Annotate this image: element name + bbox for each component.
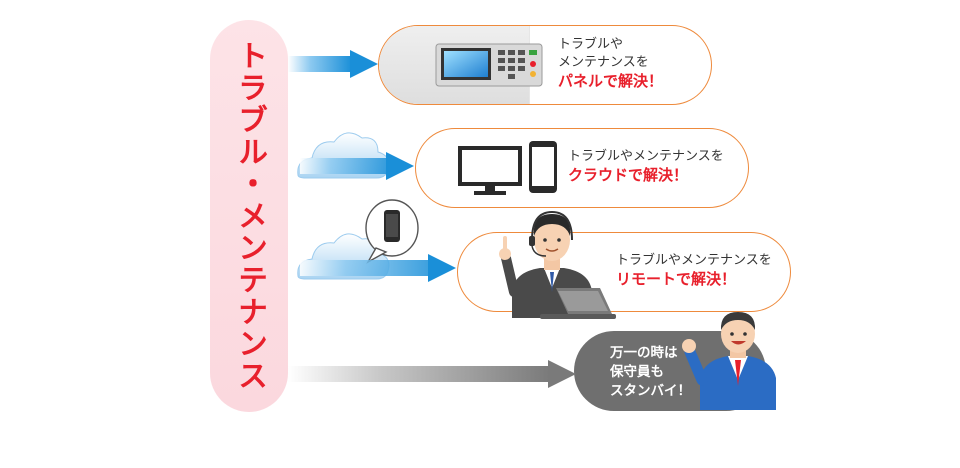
panel-text-line1: トラブルや: [558, 37, 624, 52]
left-category-pill: [210, 20, 288, 412]
remote-text-emphasis: リモートで解決！: [616, 270, 737, 288]
staff-text-line2: 保守員も: [610, 364, 664, 380]
arrow-icon: [288, 360, 576, 388]
monitor-icon: [458, 146, 522, 195]
remote-text-line1: トラブルやメンテナンスを: [616, 253, 772, 268]
panel-text-emphasis: パネルで解決！: [558, 72, 664, 90]
panel-text: トラブルや メンテナンスを パネルで解決！: [558, 36, 663, 90]
smartphone-icon: [529, 141, 557, 193]
control-panel-icon: [435, 43, 543, 87]
staff-text-line3: スタンバイ！: [610, 383, 691, 399]
arrow-icon: [288, 50, 378, 78]
staff-text-line1: 万一の時は: [610, 345, 678, 361]
speech-bubble-icon: [365, 199, 419, 264]
panel-text-line2: メンテナンスを: [558, 55, 649, 70]
staff-text: 万一の時は 保守員も スタンバイ！: [610, 344, 691, 401]
remote-text: トラブルやメンテナンスを リモートで解決！: [616, 252, 772, 288]
arrow-icon: [300, 152, 414, 180]
cloud-text: トラブルやメンテナンスを クラウドで解決！: [568, 148, 724, 184]
laptop-icon: [540, 288, 616, 319]
technician-person-icon: [682, 312, 776, 410]
left-category-text: トラブル・メンテナンス: [232, 40, 267, 392]
arrow-icon: [300, 254, 456, 282]
cloud-solution-box: [415, 128, 749, 208]
cloud-text-line1: トラブルやメンテナンスを: [568, 149, 724, 164]
cloud-text-emphasis: クラウドで解決！: [568, 166, 689, 184]
left-category-title: トラブル・メンテナンス: [210, 20, 288, 412]
